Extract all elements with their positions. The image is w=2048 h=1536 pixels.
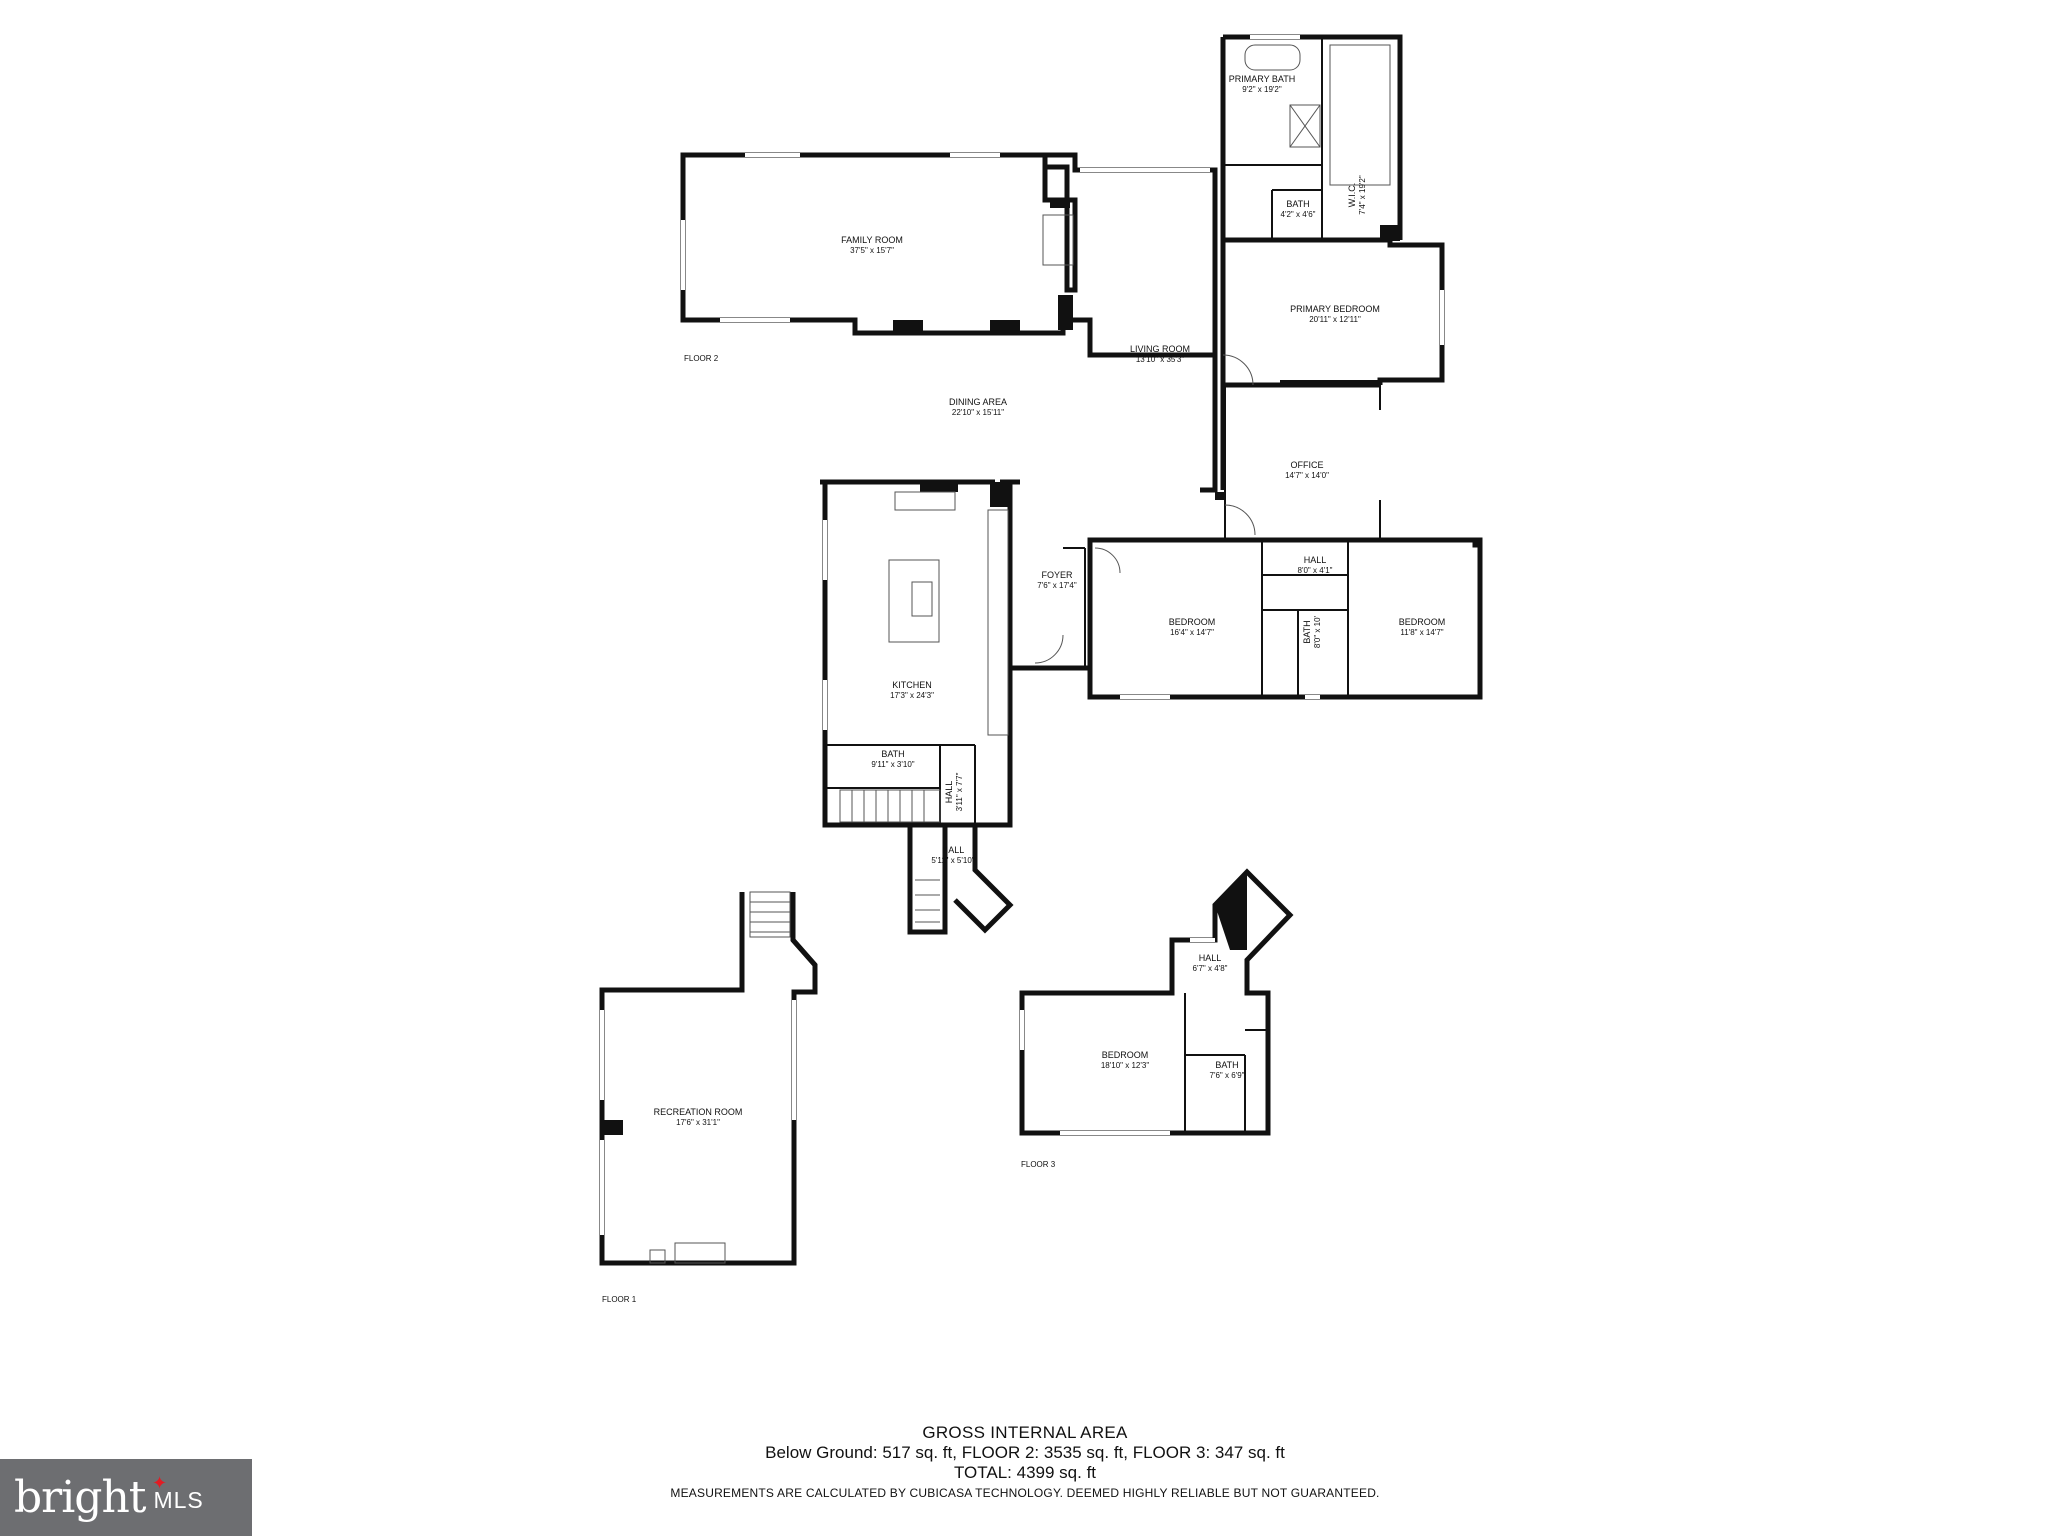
label-hall-d: HALL: [1199, 953, 1222, 963]
dim-dining-area: 22'10" x 15'11": [952, 408, 1004, 417]
dim-office: 14'7" x 14'0": [1285, 471, 1329, 480]
dim-primary-bedroom: 20'11" x 12'11": [1309, 315, 1361, 324]
floor-1-label: FLOOR 1: [602, 1295, 637, 1304]
label-bath-b: BATH: [1302, 620, 1312, 643]
dim-foyer: 7'6" x 17'4": [1037, 581, 1077, 590]
area-summary: GROSS INTERNAL AREA Below Ground: 517 sq…: [500, 1423, 1550, 1501]
label-living-room: LIVING ROOM: [1130, 344, 1190, 354]
label-office: OFFICE: [1291, 460, 1324, 470]
logo-star-icon: ✦: [152, 1473, 168, 1493]
label-bath-c: BATH: [881, 749, 904, 759]
dim-living-room: 13'10" x 35'3": [1136, 355, 1184, 364]
label-bath-small: BATH: [1286, 199, 1309, 209]
logo-word: bright: [14, 1472, 146, 1523]
dim-hall-c: 5'11" x 5'10": [931, 856, 974, 865]
room-labels: FAMILY ROOM 37'5" x 15'7" LIVING ROOM 13…: [654, 74, 1446, 1127]
dim-primary-bath: 9'2" x 19'2": [1242, 85, 1282, 94]
logo-suffix: MLS: [153, 1487, 204, 1513]
floor-3-label: FLOOR 3: [1021, 1160, 1056, 1169]
dim-bedroom-b: 11'8" x 14'7": [1400, 628, 1443, 637]
dim-bath-d: 7'6" x 6'9": [1210, 1071, 1245, 1080]
label-foyer: FOYER: [1041, 570, 1073, 580]
dim-bedroom-c: 18'10" x 12'3": [1101, 1061, 1149, 1070]
dim-bedroom-a: 16'4" x 14'7": [1170, 628, 1214, 637]
summary-title: GROSS INTERNAL AREA: [922, 1423, 1128, 1442]
dim-bath-c: 9'11" x 3'10": [871, 760, 914, 769]
label-bedroom-a: BEDROOM: [1169, 617, 1216, 627]
label-primary-bath: PRIMARY BATH: [1229, 74, 1296, 84]
dim-kitchen: 17'3" x 24'3": [890, 691, 934, 700]
label-primary-bedroom: PRIMARY BEDROOM: [1290, 304, 1380, 314]
dim-hall-d: 6'7" x 4'8": [1193, 964, 1228, 973]
label-hall-a: HALL: [1304, 555, 1327, 565]
dim-wic: 7'4" x 19'2": [1358, 175, 1367, 215]
label-bath-d: BATH: [1215, 1060, 1238, 1070]
floor-2-label: FLOOR 2: [684, 354, 719, 363]
dim-bath-small: 4'2" x 4'6": [1281, 210, 1316, 219]
dim-bath-b: 8'0" x 10': [1313, 615, 1322, 648]
dim-recreation-room: 17'6" x 31'1": [676, 1118, 720, 1127]
label-dining-area: DINING AREA: [949, 397, 1007, 407]
dim-family-room: 37'5" x 15'7": [850, 246, 894, 255]
summary-breakdown: Below Ground: 517 sq. ft, FLOOR 2: 3535 …: [765, 1443, 1285, 1462]
label-wic: W.I.C.: [1347, 183, 1357, 208]
label-bedroom-c: BEDROOM: [1102, 1050, 1149, 1060]
floor-3-plan: [1019, 868, 1294, 1136]
floor-1-plan: [599, 891, 818, 1266]
floor-2-plan: [680, 34, 1483, 935]
label-kitchen: KITCHEN: [892, 680, 932, 690]
floor-labels: FLOOR 2 FLOOR 3 FLOOR 1: [602, 354, 1056, 1304]
summary-total: TOTAL: 4399 sq. ft: [953, 1463, 1097, 1482]
bright-mls-logo: bright ✦ MLS: [0, 1459, 252, 1536]
label-bedroom-b: BEDROOM: [1399, 617, 1446, 627]
summary-disclaimer: MEASUREMENTS ARE CALCULATED BY CUBICASA …: [670, 1486, 1380, 1500]
label-family-room: FAMILY ROOM: [841, 235, 903, 245]
label-recreation-room: RECREATION ROOM: [654, 1107, 743, 1117]
label-hall-c: HALL: [942, 845, 965, 855]
dim-hall-a: 8'0" x 4'1": [1298, 566, 1333, 575]
label-hall-b: HALL: [944, 781, 954, 804]
dim-hall-b: 3'11" x 7'7": [955, 772, 964, 811]
